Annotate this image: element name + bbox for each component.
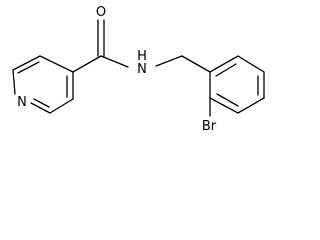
ch2-to-ring-bond <box>181 55 211 73</box>
ring-bond <box>12 69 16 95</box>
ring-bond <box>237 55 265 73</box>
ring-bond <box>12 55 41 71</box>
carbonyl-c-to-n-bond <box>100 55 129 68</box>
ring-double-bond <box>216 93 239 107</box>
amide-nitrogen-label: N <box>137 62 147 77</box>
molecule-drawing: O N H N Br <box>12 5 265 134</box>
carbonyl-c-to-ring-bond <box>72 55 102 73</box>
pyridine-nitrogen-label: N <box>17 95 27 110</box>
ring-double-bond <box>215 63 237 77</box>
ring-bond <box>49 98 74 114</box>
amide-hydrogen-label: H <box>137 49 147 64</box>
ring-double-bond <box>17 61 40 74</box>
ring-bond <box>30 102 51 114</box>
ring-bond <box>209 97 239 114</box>
ring-bond <box>237 97 265 114</box>
structure-diagram: O N H N Br <box>12 5 265 134</box>
ring-bond <box>39 55 74 73</box>
benzene-ring <box>209 55 265 117</box>
ring-double-bond <box>33 98 50 108</box>
pyridine-ring <box>12 55 74 114</box>
oxygen-atom-label: O <box>96 5 106 20</box>
ring-bond <box>209 55 239 73</box>
n-to-ch2-bond <box>155 55 183 67</box>
bromine-atom-label: Br <box>202 119 217 134</box>
amide-group <box>72 19 211 73</box>
